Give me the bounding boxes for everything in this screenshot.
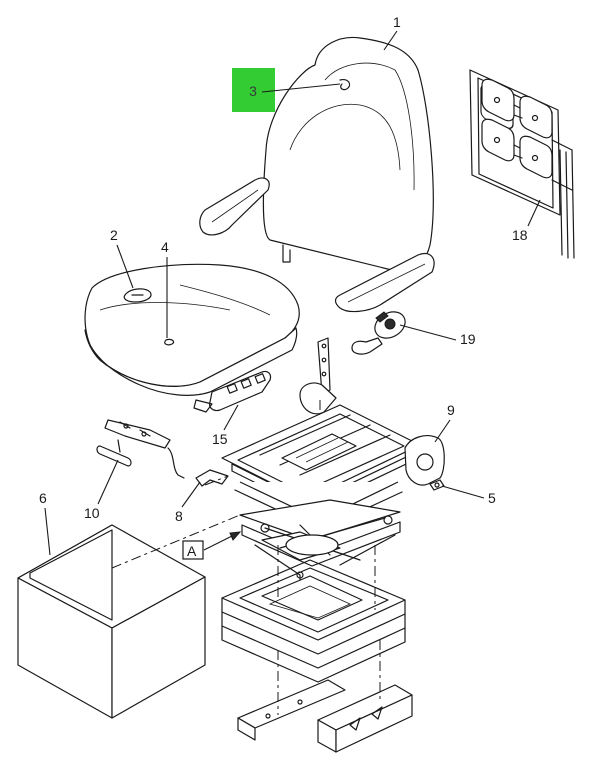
callout-4: 4 — [161, 239, 169, 255]
leader-5 — [441, 485, 485, 499]
leader-6 — [44, 507, 51, 556]
callout-6: 6 — [39, 490, 47, 506]
highlight-box[interactable] — [232, 68, 275, 112]
leader-3 — [261, 83, 341, 93]
leader-1 — [383, 30, 398, 51]
leader-A — [203, 533, 237, 551]
callout-8: 8 — [175, 508, 183, 524]
leader-19 — [399, 324, 457, 341]
leader-10 — [97, 459, 119, 505]
callout-15: 15 — [212, 431, 228, 447]
view-marker-box — [182, 540, 204, 560]
leader-18 — [527, 199, 541, 227]
callout-18: 18 — [512, 227, 528, 243]
lumbar-pad — [469, 69, 575, 259]
slide-handle — [96, 419, 185, 479]
leader-9 — [434, 419, 451, 443]
assembly-reference-lines — [111, 400, 381, 715]
arrow-A — [229, 531, 242, 541]
callout-19: 19 — [460, 331, 476, 347]
callout-10: 10 — [84, 505, 100, 521]
seat-back — [199, 36, 435, 313]
box — [17, 524, 206, 719]
seat-base-riser — [221, 559, 413, 753]
callout-2: 2 — [110, 227, 118, 243]
seat-cushion — [84, 263, 300, 413]
view-marker-label: A — [187, 543, 197, 559]
leader-15 — [223, 404, 239, 431]
callout-9: 9 — [447, 402, 455, 418]
recliner-knob — [351, 311, 406, 355]
callout-1: 1 — [393, 14, 401, 30]
callout-5: 5 — [488, 490, 496, 506]
highlight-label[interactable]: 3 — [249, 83, 257, 99]
leader-2 — [116, 244, 134, 289]
seat-frame — [195, 337, 445, 581]
leader-8 — [181, 481, 201, 508]
